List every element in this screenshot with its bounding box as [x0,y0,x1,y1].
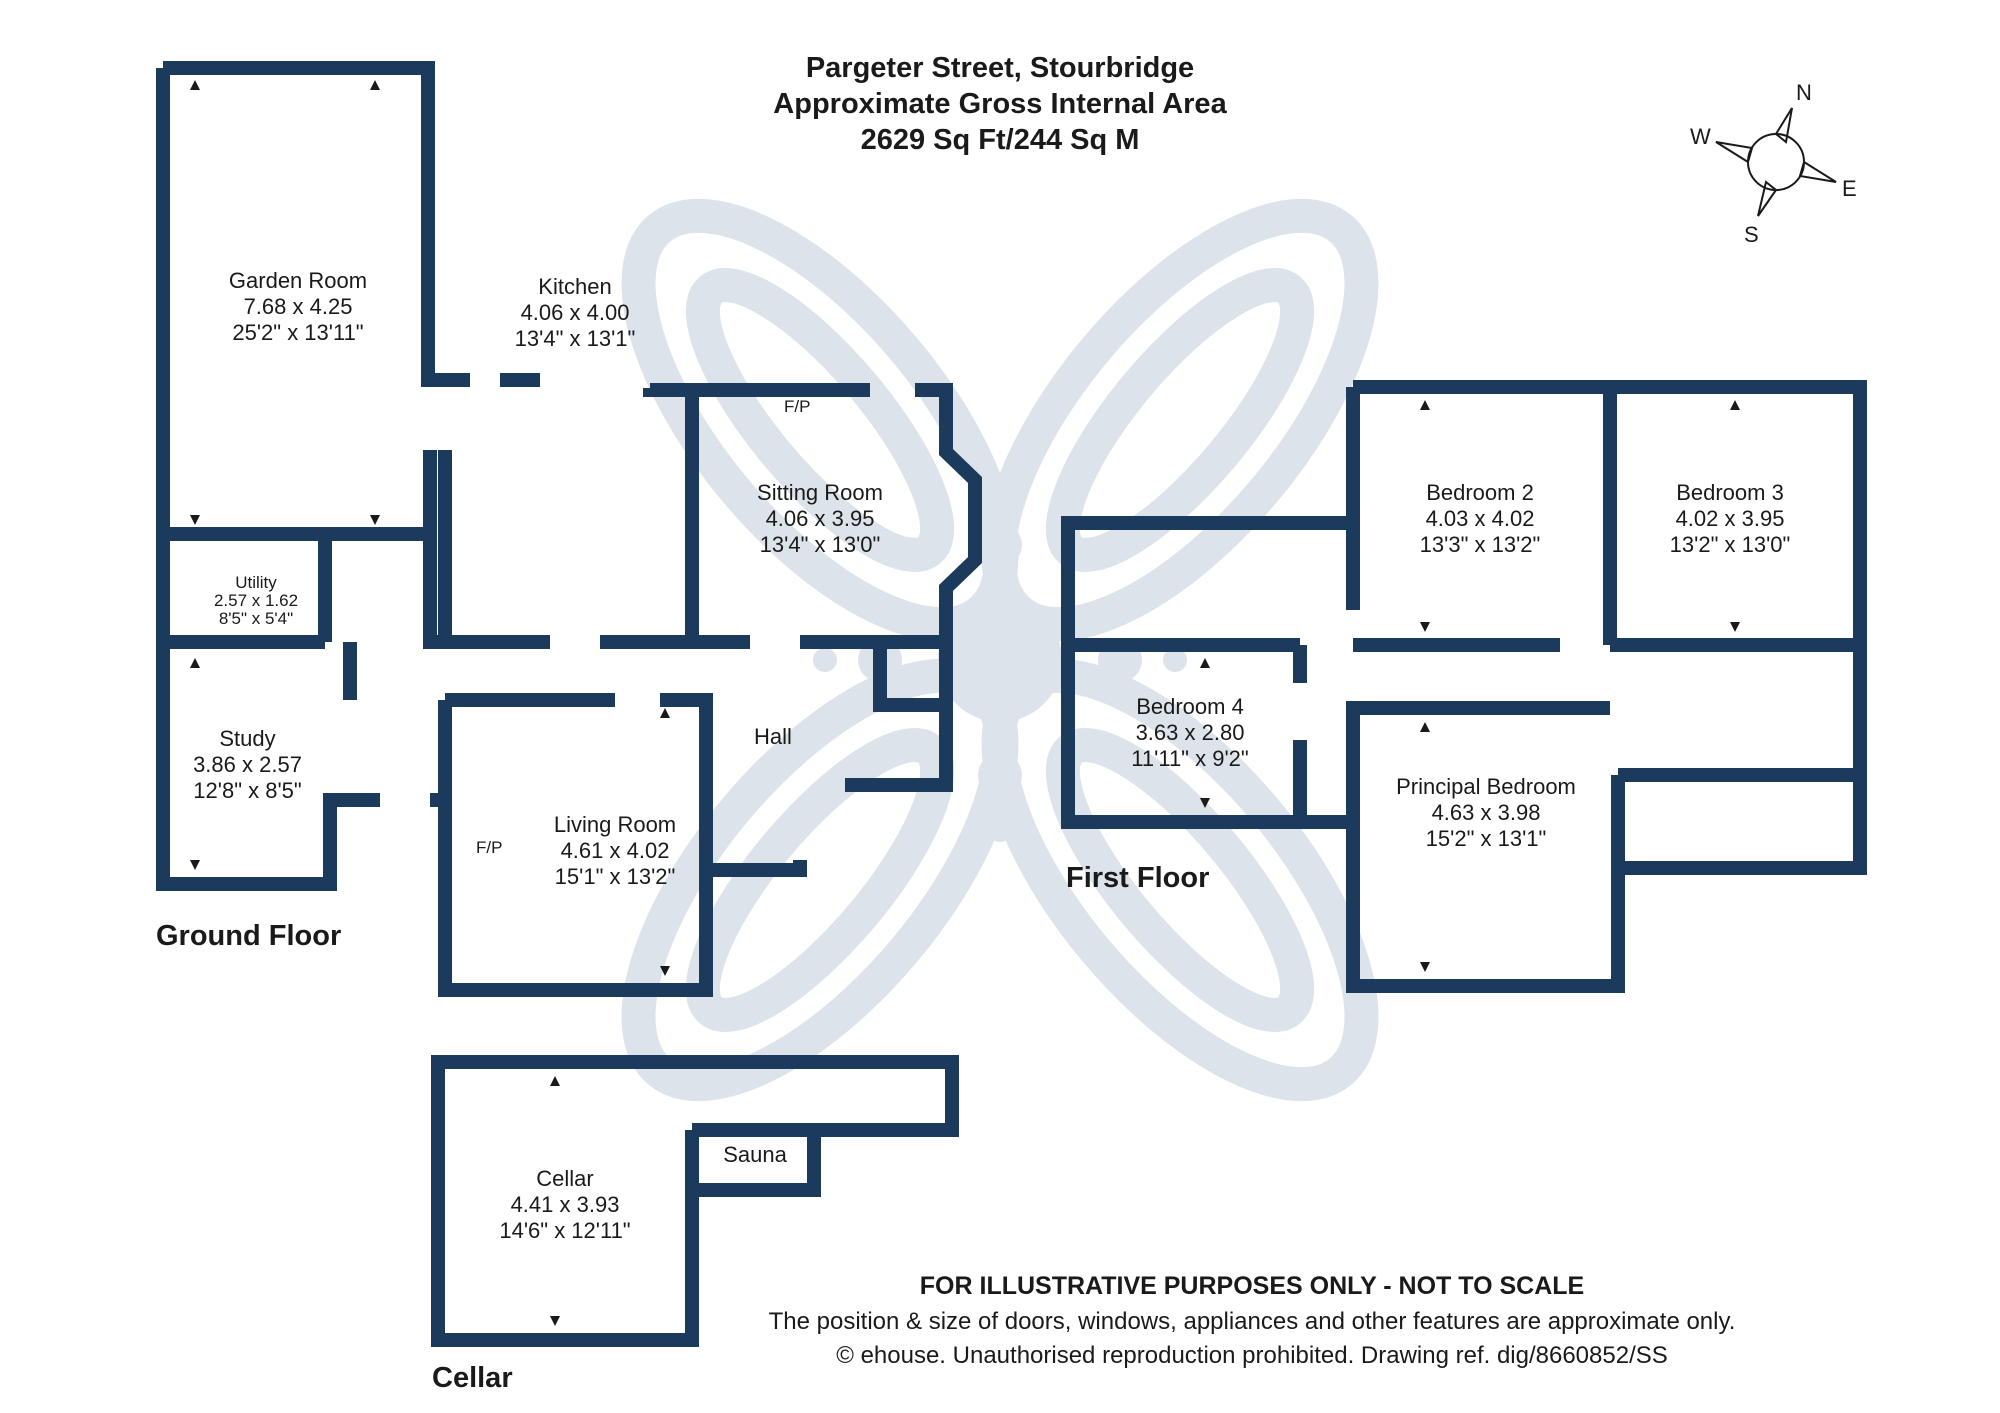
room-imperial: 13'2" x 13'0" [1669,532,1791,557]
room-principal-bedroom: Principal Bedroom 4.63 x 3.98 15'2" x 13… [1376,774,1596,852]
room-cellar: Cellar 4.41 x 3.93 14'6" x 12'11" [480,1166,650,1244]
cellar-walls [431,1055,959,1347]
room-sitting-room: Sitting Room 4.06 x 3.95 13'4" x 13'0" [730,480,910,558]
room-utility: Utility 2.57 x 1.62 8'5" x 5'4" [196,574,316,628]
room-metric: 4.41 x 3.93 [510,1192,620,1217]
room-imperial: 25'2" x 13'11" [232,320,364,345]
room-name: Principal Bedroom [1396,774,1576,799]
room-metric: 3.86 x 2.57 [193,752,302,777]
room-imperial: 12'8" x 8'5" [193,778,302,803]
room-imperial: 13'4" x 13'0" [759,532,881,557]
room-imperial: 13'3" x 13'2" [1419,532,1541,557]
room-metric: 4.06 x 4.00 [520,300,630,325]
room-metric: 3.63 x 2.80 [1135,720,1245,745]
room-bedroom-3: Bedroom 3 4.02 x 3.95 13'2" x 13'0" [1650,480,1810,558]
room-hall: Hall [748,724,798,750]
room-imperial: 11'11" x 9'2" [1131,746,1249,771]
room-metric: 4.61 x 4.02 [560,838,670,863]
first-floor-label: First Floor [1066,862,1210,894]
room-metric: 7.68 x 4.25 [243,294,353,319]
room-kitchen: Kitchen 4.06 x 4.00 13'4" x 13'1" [490,274,660,352]
room-imperial: 15'1" x 13'2" [554,864,676,889]
compass-east: E [1842,176,1857,201]
room-metric: 4.63 x 3.98 [1431,800,1541,825]
room-name: Utility [235,573,277,592]
room-name: Garden Room [228,268,368,293]
disclaimer: FOR ILLUSTRATIVE PURPOSES ONLY - NOT TO … [919,1272,1585,1300]
room-study: Study 3.86 x 2.57 12'8" x 8'5" [160,726,335,804]
area-value: 2629 Sq Ft/244 Sq M [860,124,1140,156]
fireplace-label-living: F/P [476,838,503,857]
room-name: Sauna [723,1142,787,1167]
room-name: Bedroom 3 [1676,480,1784,505]
room-name: Kitchen [538,274,612,299]
room-name: Cellar [536,1166,594,1191]
room-imperial: 15'2" x 13'1" [1425,826,1547,851]
room-metric: 4.06 x 3.95 [765,506,875,531]
room-name: Bedroom 2 [1426,480,1534,505]
room-metric: 2.57 x 1.62 [213,591,299,610]
copyright: © ehouse. Unauthorised reproduction proh… [836,1342,1668,1369]
room-name: Living Room [553,812,677,837]
room-metric: 4.03 x 4.02 [1425,506,1535,531]
room-name: Sitting Room [757,480,883,505]
room-sauna: Sauna [710,1142,800,1168]
compass-south: S [1744,222,1759,247]
footnote: The position & size of doors, windows, a… [768,1308,1736,1335]
compass-west: W [1690,124,1711,149]
first-floor-walls [1061,380,1867,993]
room-name: Bedroom 4 [1136,694,1244,719]
room-bedroom-4: Bedroom 4 3.63 x 2.80 11'11" x 9'2" [1110,694,1270,772]
room-imperial: 8'5" x 5'4" [218,609,294,628]
compass-icon [1715,107,1837,217]
dimension-markers [190,80,1740,1326]
room-garden-room: Garden Room 7.68 x 4.25 25'2" x 13'11" [198,268,398,346]
fireplace-label-sitting: F/P [784,397,811,416]
room-bedroom-2: Bedroom 2 4.03 x 4.02 13'3" x 13'2" [1400,480,1560,558]
compass-north: N [1796,80,1812,105]
cellar-floor-label: Cellar [432,1362,513,1394]
room-imperial: 14'6" x 12'11" [499,1218,631,1243]
area-label: Approximate Gross Internal Area [773,88,1227,120]
room-name: Hall [754,724,792,749]
ground-floor-walls [156,61,982,997]
room-metric: 4.02 x 3.95 [1675,506,1785,531]
room-name: Study [219,726,276,751]
property-address: Pargeter Street, Stourbridge [805,52,1195,84]
room-imperial: 13'4" x 13'1" [514,326,636,351]
watermark-dots [813,478,1187,842]
room-living-room: Living Room 4.61 x 4.02 15'1" x 13'2" [530,812,700,890]
ground-floor-label: Ground Floor [156,920,342,952]
